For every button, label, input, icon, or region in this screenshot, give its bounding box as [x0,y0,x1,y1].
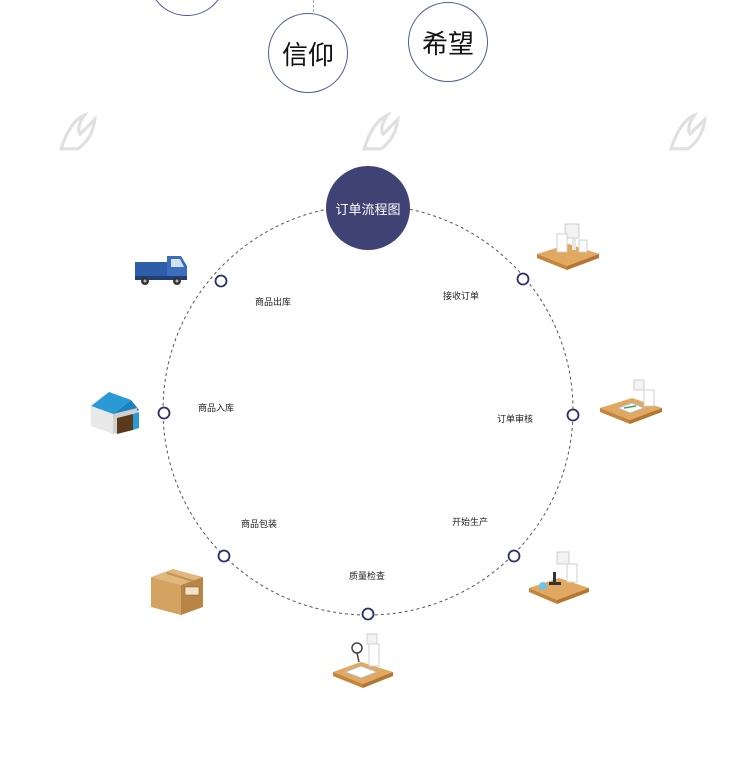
hope-bubble: 希望 [408,2,488,82]
magnifier-desk-icon [333,633,393,688]
step-label-receive: 接收订单 [443,292,480,302]
faith-bubble: 信仰 [268,13,348,93]
step-node-package [217,549,231,563]
microscope-desk-icon [529,551,589,604]
delivery-truck-icon [135,256,187,285]
watermark-logo-icon [362,111,400,151]
center-node: 订单流程图 [326,166,410,250]
review-desk-icon [600,379,662,424]
step-node-ship-out [214,274,228,288]
step-label-package: 商品包装 [241,520,278,530]
computer-desk-icon [537,223,599,270]
step-label-review: 订单审核 [497,415,534,425]
step-node-receive [516,272,530,286]
step-label-store-in: 商品入库 [198,404,235,414]
step-label-produce: 开始生产 [452,518,489,528]
watermark-logo-icon [59,111,97,151]
cardboard-box-icon [151,569,203,615]
warehouse-icon [91,392,139,434]
step-node-inspect [361,607,375,621]
step-label-ship-out: 商品出库 [255,298,292,308]
step-node-review [566,408,580,422]
step-label-inspect: 质量检查 [349,572,386,582]
top-connector-line [313,0,315,12]
step-node-produce [507,549,521,563]
step-node-store-in [157,406,171,420]
watermark-logo-icon [669,111,707,151]
